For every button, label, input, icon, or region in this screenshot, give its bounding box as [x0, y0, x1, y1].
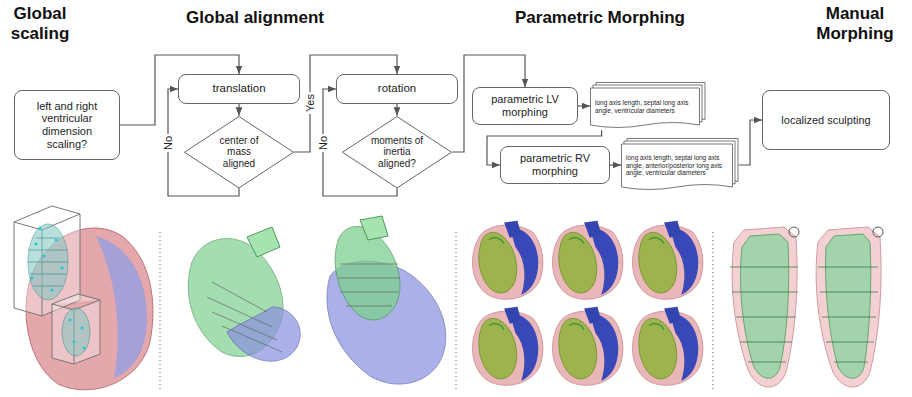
- decision-diamond: moments of inertia aligned?: [342, 116, 452, 188]
- left-ventricle: [826, 234, 871, 378]
- edge-label: Yes: [304, 93, 317, 115]
- mesh-dots: [30, 226, 63, 291]
- illustration-part: [73, 341, 76, 344]
- illustration-part: [54, 238, 57, 241]
- scaling-figure: [14, 206, 153, 390]
- edge-label: No: [162, 133, 175, 151]
- heart-model: [473, 221, 543, 300]
- process-box: parametric RV morphing: [500, 146, 610, 184]
- illustration-part: [38, 226, 41, 229]
- heart-model: [473, 307, 543, 386]
- decision-box: left and right ventricular dimension sca…: [14, 90, 120, 160]
- heart-model: [553, 221, 623, 300]
- illustration-part: [69, 319, 72, 322]
- sculpt-handle: [789, 227, 799, 237]
- sculpting-figure: [816, 227, 883, 387]
- document-page: [591, 88, 700, 128]
- document-stack: long axis length, septal long axis angle…: [621, 138, 739, 192]
- flow-arrow: [610, 164, 621, 165]
- illustration-part: [30, 276, 33, 279]
- flow-arrow: [396, 104, 397, 116]
- mesh-ellipsoid: [62, 308, 90, 356]
- diamond-shape: [185, 116, 294, 187]
- heart-model: [633, 307, 703, 386]
- illustration-part: [60, 266, 63, 269]
- mesh-lines: [28, 238, 68, 286]
- left-ventricle: [741, 234, 789, 378]
- node-text: localized sculpting: [781, 114, 870, 127]
- diamond-shape: [343, 116, 452, 187]
- heart-outline: [816, 227, 881, 387]
- scaling-box: [52, 294, 100, 364]
- sculpt-handle: [873, 227, 883, 237]
- mesh-ellipsoid: [28, 224, 68, 300]
- document-page: [622, 144, 733, 190]
- heart-outline: [732, 227, 797, 387]
- flow-arrow: [238, 104, 239, 116]
- heart-model: [553, 307, 623, 386]
- node-text: center of mass aligned: [210, 135, 268, 170]
- section-heading: Global scaling: [4, 4, 76, 43]
- alignment-lines: [338, 264, 400, 306]
- node-text: translation: [212, 82, 265, 95]
- flow-arrow: [739, 120, 762, 165]
- process-box: rotation: [336, 74, 458, 104]
- section-heading: Manual Morphing: [805, 4, 905, 43]
- right-ventricle: [96, 236, 147, 378]
- divider-line: [160, 232, 161, 392]
- divider-line: [456, 232, 457, 392]
- alignment-figure: [188, 227, 300, 361]
- edge-label: No: [317, 133, 330, 151]
- node-text: long axis length, septal long axis angle…: [626, 154, 727, 176]
- node-text: parametric LV morphing: [479, 93, 571, 118]
- morphing-figures: [473, 221, 703, 386]
- contour-lines: [818, 267, 878, 362]
- node-text: long axis length, septal long axis angle…: [595, 99, 694, 114]
- outflow-tract: [360, 216, 388, 240]
- illustration-part: [42, 254, 45, 257]
- illustration-part: [81, 327, 84, 330]
- illustration-part: [34, 242, 37, 245]
- outflow-tract: [247, 227, 280, 257]
- process-box: localized sculpting: [762, 90, 890, 150]
- mesh-dots: [69, 319, 86, 350]
- document-stack: long axis length, septal long axis angle…: [590, 82, 706, 130]
- left-ventricle: [335, 226, 400, 320]
- alignment-lines: [207, 282, 282, 352]
- illustration-part: [83, 347, 86, 350]
- illustration-part: [50, 288, 53, 291]
- sculpting-figure: [730, 227, 799, 387]
- decision-diamond: center of mass aligned: [184, 116, 294, 188]
- node-text: parametric RV morphing: [507, 152, 603, 177]
- node-text: moments of inertia aligned?: [368, 135, 426, 170]
- process-box: parametric LV morphing: [472, 87, 578, 125]
- node-text: left and right ventricular dimension sca…: [21, 100, 113, 151]
- flow-arrow: [578, 105, 590, 106]
- heart-model: [633, 221, 703, 300]
- node-text: rotation: [378, 82, 416, 95]
- section-heading: Global alignment: [165, 8, 345, 28]
- divider-line: [713, 232, 714, 392]
- process-box: translation: [178, 74, 300, 104]
- contour-lines: [730, 267, 798, 362]
- alignment-figure: [327, 216, 446, 384]
- section-dividers: [160, 232, 713, 392]
- section-heading: Parametric Morphing: [490, 8, 710, 28]
